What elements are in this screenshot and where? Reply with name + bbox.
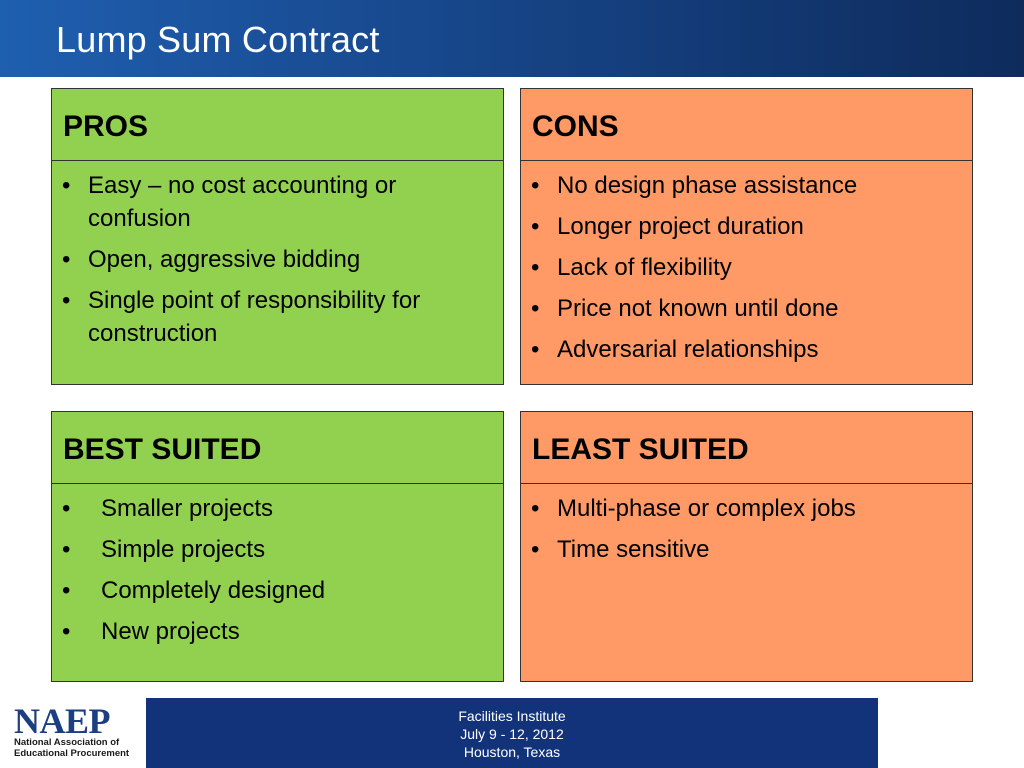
event-dates: July 9 - 12, 2012 bbox=[460, 726, 564, 742]
event-name: Facilities Institute bbox=[458, 708, 566, 724]
least-suited-list: Multi-phase or complex jobs Time sensiti… bbox=[531, 492, 962, 574]
pros-item: Single point of responsibility for const… bbox=[62, 284, 493, 350]
pros-list: Easy – no cost accounting or confusion O… bbox=[62, 169, 493, 358]
naep-logo-subtitle-line: Educational Procurement bbox=[14, 748, 130, 759]
best-suited-heading: BEST SUITED bbox=[63, 433, 262, 466]
least-suited-item: Time sensitive bbox=[531, 533, 962, 566]
slide-title: Lump Sum Contract bbox=[56, 19, 380, 60]
cons-list: No design phase assistance Longer projec… bbox=[531, 169, 962, 374]
cons-item: No design phase assistance bbox=[531, 169, 962, 202]
naep-logo-subtitle: National Association of Educational Proc… bbox=[14, 737, 129, 759]
least-suited-item: Multi-phase or complex jobs bbox=[531, 492, 962, 525]
cons-panel: CONS No design phase assistance Longer p… bbox=[520, 88, 973, 385]
least-suited-heading: LEAST SUITED bbox=[532, 433, 749, 466]
naep-logo-subtitle-line: National Association of bbox=[14, 737, 120, 748]
naep-logo-text: NAEP bbox=[14, 701, 111, 741]
cons-header: CONS bbox=[521, 89, 972, 161]
footer-bar: Facilities Institute July 9 - 12, 2012 H… bbox=[146, 698, 878, 768]
pros-panel: PROS Easy – no cost accounting or confus… bbox=[51, 88, 504, 385]
naep-logo bbox=[0, 698, 146, 768]
cons-item: Price not known until done bbox=[531, 292, 962, 325]
best-suited-panel: BEST SUITED Smaller projects Simple proj… bbox=[51, 411, 504, 682]
best-suited-item: Completely designed bbox=[62, 574, 493, 607]
least-suited-panel: LEAST SUITED Multi-phase or complex jobs… bbox=[520, 411, 973, 682]
event-location: Houston, Texas bbox=[463, 744, 561, 760]
best-suited-list: Smaller projects Simple projects Complet… bbox=[62, 492, 493, 656]
pros-item: Open, aggressive bidding bbox=[62, 243, 493, 276]
best-suited-item: Simple projects bbox=[62, 533, 493, 566]
least-suited-header: LEAST SUITED bbox=[521, 412, 972, 484]
best-suited-item: New projects bbox=[62, 615, 493, 648]
cons-item: Lack of flexibility bbox=[531, 251, 962, 284]
pros-item: Easy – no cost accounting or confusion bbox=[62, 169, 493, 235]
event-info: Facilities Institute July 9 - 12, 2012 H… bbox=[146, 707, 878, 761]
best-suited-item: Smaller projects bbox=[62, 492, 493, 525]
cons-item: Longer project duration bbox=[531, 210, 962, 243]
cons-heading: CONS bbox=[532, 110, 619, 143]
pros-heading: PROS bbox=[63, 110, 149, 143]
title-bar: Lump Sum Contract bbox=[0, 0, 1024, 77]
pros-header: PROS bbox=[52, 89, 503, 161]
cons-item: Adversarial relationships bbox=[531, 333, 962, 366]
best-suited-header: BEST SUITED bbox=[52, 412, 503, 484]
